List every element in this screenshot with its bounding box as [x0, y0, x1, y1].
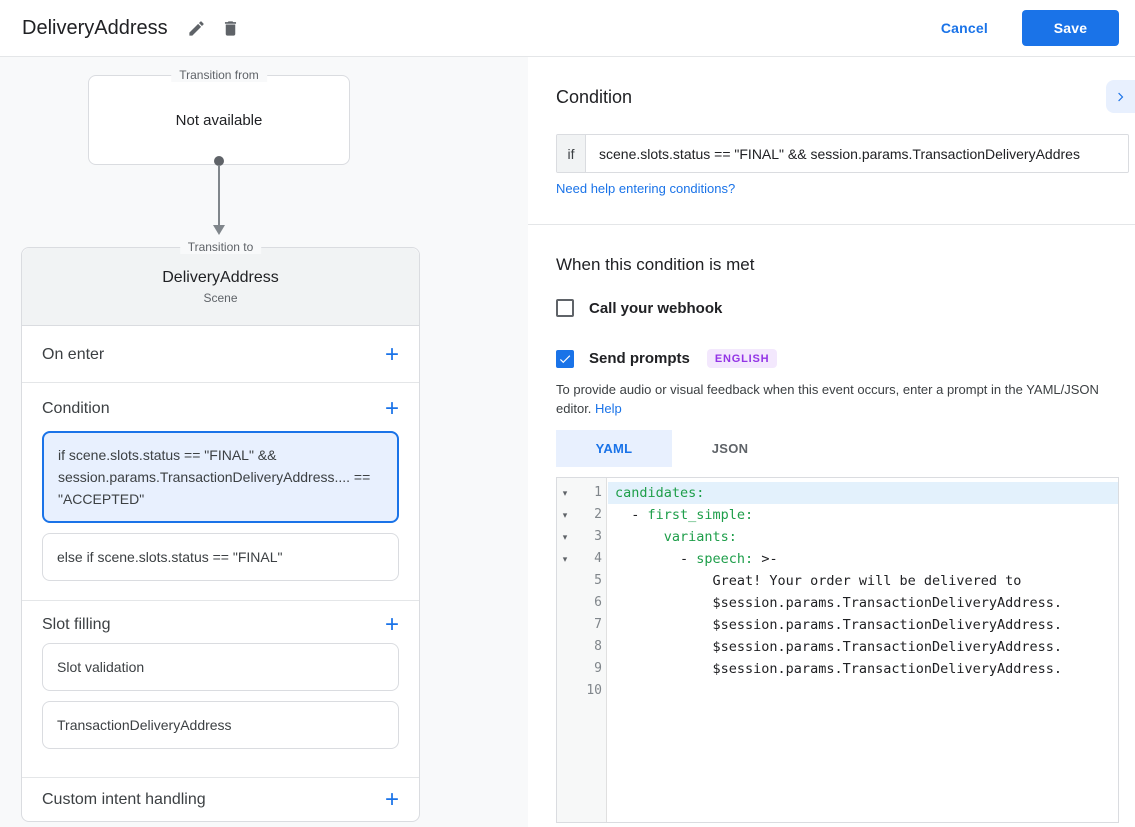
help-link[interactable]: Help	[595, 401, 622, 416]
when-met-heading: When this condition is met	[556, 255, 755, 274]
fold-arrow-icon[interactable]: ▾	[562, 532, 568, 542]
line-number: 5	[594, 573, 602, 588]
code-line[interactable]: ▾ 1 candidates:	[557, 482, 1118, 504]
code-text: $session.params.TransactionDeliveryAddre…	[615, 661, 1063, 677]
add-condition-button[interactable]: +	[384, 395, 399, 422]
line-number: 9	[594, 661, 602, 676]
section-on-enter: On enter +	[22, 326, 419, 383]
code-text: candidates:	[608, 482, 1118, 504]
code-line[interactable]: 5 Great! Your order will be delivered to	[557, 570, 1118, 592]
code-line[interactable]: ▾ 2 - first_simple:	[557, 504, 1118, 526]
code-line[interactable]: ▾ 4 - speech: >-	[557, 548, 1118, 570]
webhook-checkbox[interactable]	[556, 299, 574, 317]
line-number: 2	[594, 507, 602, 522]
code-text: - first_simple:	[615, 507, 754, 523]
scene-card-header[interactable]: DeliveryAddress Scene	[22, 248, 419, 326]
trash-icon	[221, 19, 240, 38]
scene-name: DeliveryAddress	[162, 268, 279, 286]
code-text: - speech: >-	[615, 551, 778, 567]
line-number: 8	[594, 639, 602, 654]
slot-card[interactable]: TransactionDeliveryAddress	[42, 701, 399, 749]
code-line[interactable]: 7 $session.params.TransactionDeliveryAdd…	[557, 614, 1118, 636]
code-text: $session.params.TransactionDeliveryAddre…	[615, 617, 1063, 633]
connector-dot	[214, 156, 224, 166]
transition-from-box[interactable]: Transition from Not available	[88, 68, 350, 165]
checkmark-icon	[558, 352, 572, 366]
tab-json[interactable]: JSON	[672, 430, 788, 467]
webhook-label: Call your webhook	[589, 299, 723, 317]
code-line[interactable]: 6 $session.params.TransactionDeliveryAdd…	[557, 592, 1118, 614]
yaml-code-editor[interactable]: ▾ 1 candidates: ▾ 2 - first_simple: ▾ 3 varian…	[556, 477, 1119, 823]
connector-arrowhead-icon	[213, 225, 225, 235]
condition-card[interactable]: else if scene.slots.status == "FINAL"	[42, 533, 399, 581]
pencil-icon	[187, 19, 206, 38]
condition-heading: Condition	[556, 87, 633, 107]
add-custom-intent-button[interactable]: +	[384, 786, 399, 813]
prompt-editor-note: To provide audio or visual feedback when…	[556, 380, 1124, 418]
call-webhook-row[interactable]: Call your webhook	[556, 299, 722, 317]
code-text: $session.params.TransactionDeliveryAddre…	[615, 595, 1063, 611]
connector-line	[218, 165, 220, 225]
custom-intent-label: Custom intent handling	[42, 791, 206, 808]
send-prompts-label: Send prompts	[589, 350, 690, 367]
code-line[interactable]: 10	[557, 680, 1118, 702]
send-prompts-row[interactable]: Send prompts ENGLISH	[556, 349, 778, 368]
condition-detail-panel: Condition if Need help entering conditio…	[528, 57, 1135, 827]
condition-card-selected[interactable]: if scene.slots.status == "FINAL" && sess…	[42, 431, 399, 523]
tab-yaml[interactable]: YAML	[556, 430, 672, 467]
add-slot-button[interactable]: +	[384, 611, 399, 638]
scene-type: Scene	[203, 290, 238, 305]
note-text: To provide audio or visual feedback when…	[556, 382, 1099, 416]
code-line[interactable]: 9 $session.params.TransactionDeliveryAdd…	[557, 658, 1118, 680]
top-bar: DeliveryAddress Cancel Save	[0, 0, 1135, 57]
edit-title-button[interactable]	[180, 11, 214, 45]
code-line[interactable]: 8 $session.params.TransactionDeliveryAdd…	[557, 636, 1118, 658]
collapse-panel-button[interactable]	[1106, 80, 1135, 113]
code-text: variants:	[663, 529, 737, 545]
save-button[interactable]: Save	[1022, 10, 1119, 46]
chevron-right-icon	[1114, 90, 1128, 104]
code-text: Great! Your order will be delivered to	[615, 573, 1022, 589]
editor-format-tabs: YAML JSON	[556, 430, 788, 467]
line-number: 7	[594, 617, 602, 632]
fold-arrow-icon[interactable]: ▾	[562, 554, 568, 564]
scene-diagram-panel: Transition from Not available Transition…	[0, 57, 528, 827]
if-prefix: if	[557, 135, 586, 172]
condition-expression-row: if	[556, 134, 1129, 173]
line-number: 6	[594, 595, 602, 610]
section-condition: Condition + if scene.slots.status == "FI…	[22, 383, 419, 601]
transition-to-legend: Transition to	[179, 240, 262, 254]
section-divider	[528, 224, 1135, 225]
transition-from-legend: Transition from	[171, 68, 267, 82]
page-title: DeliveryAddress	[22, 16, 168, 39]
fold-arrow-icon[interactable]: ▾	[562, 510, 568, 520]
cancel-button[interactable]: Cancel	[940, 20, 988, 36]
delete-scene-button[interactable]	[214, 11, 248, 45]
line-number: 10	[586, 683, 602, 698]
editor-gutter	[557, 478, 607, 822]
code-text	[608, 680, 1118, 702]
send-prompts-checkbox[interactable]	[556, 349, 574, 368]
code-text: $session.params.TransactionDeliveryAddre…	[615, 639, 1063, 655]
line-number: 3	[594, 529, 602, 544]
condition-label: Condition	[42, 400, 110, 417]
transition-to-card: Transition to DeliveryAddress Scene On e…	[21, 240, 420, 822]
condition-help-link[interactable]: Need help entering conditions?	[556, 181, 736, 196]
add-on-enter-button[interactable]: +	[384, 340, 399, 368]
language-badge: ENGLISH	[706, 349, 778, 368]
on-enter-label: On enter	[42, 345, 105, 363]
transition-from-content: Not available	[175, 111, 263, 129]
code-rows: ▾ 1 candidates: ▾ 2 - first_simple: ▾ 3 varian…	[557, 482, 1118, 702]
line-number: 4	[594, 551, 602, 566]
condition-expression-input[interactable]	[586, 135, 1128, 172]
line-number: 1	[594, 485, 602, 500]
code-line[interactable]: ▾ 3 variants:	[557, 526, 1118, 548]
slot-filling-label: Slot filling	[42, 616, 111, 633]
section-slot-filling: Slot filling + Slot validation Transacti…	[22, 601, 419, 778]
section-custom-intent: Custom intent handling +	[22, 778, 419, 822]
slot-validation-card[interactable]: Slot validation	[42, 643, 399, 691]
fold-arrow-icon[interactable]: ▾	[562, 488, 568, 498]
